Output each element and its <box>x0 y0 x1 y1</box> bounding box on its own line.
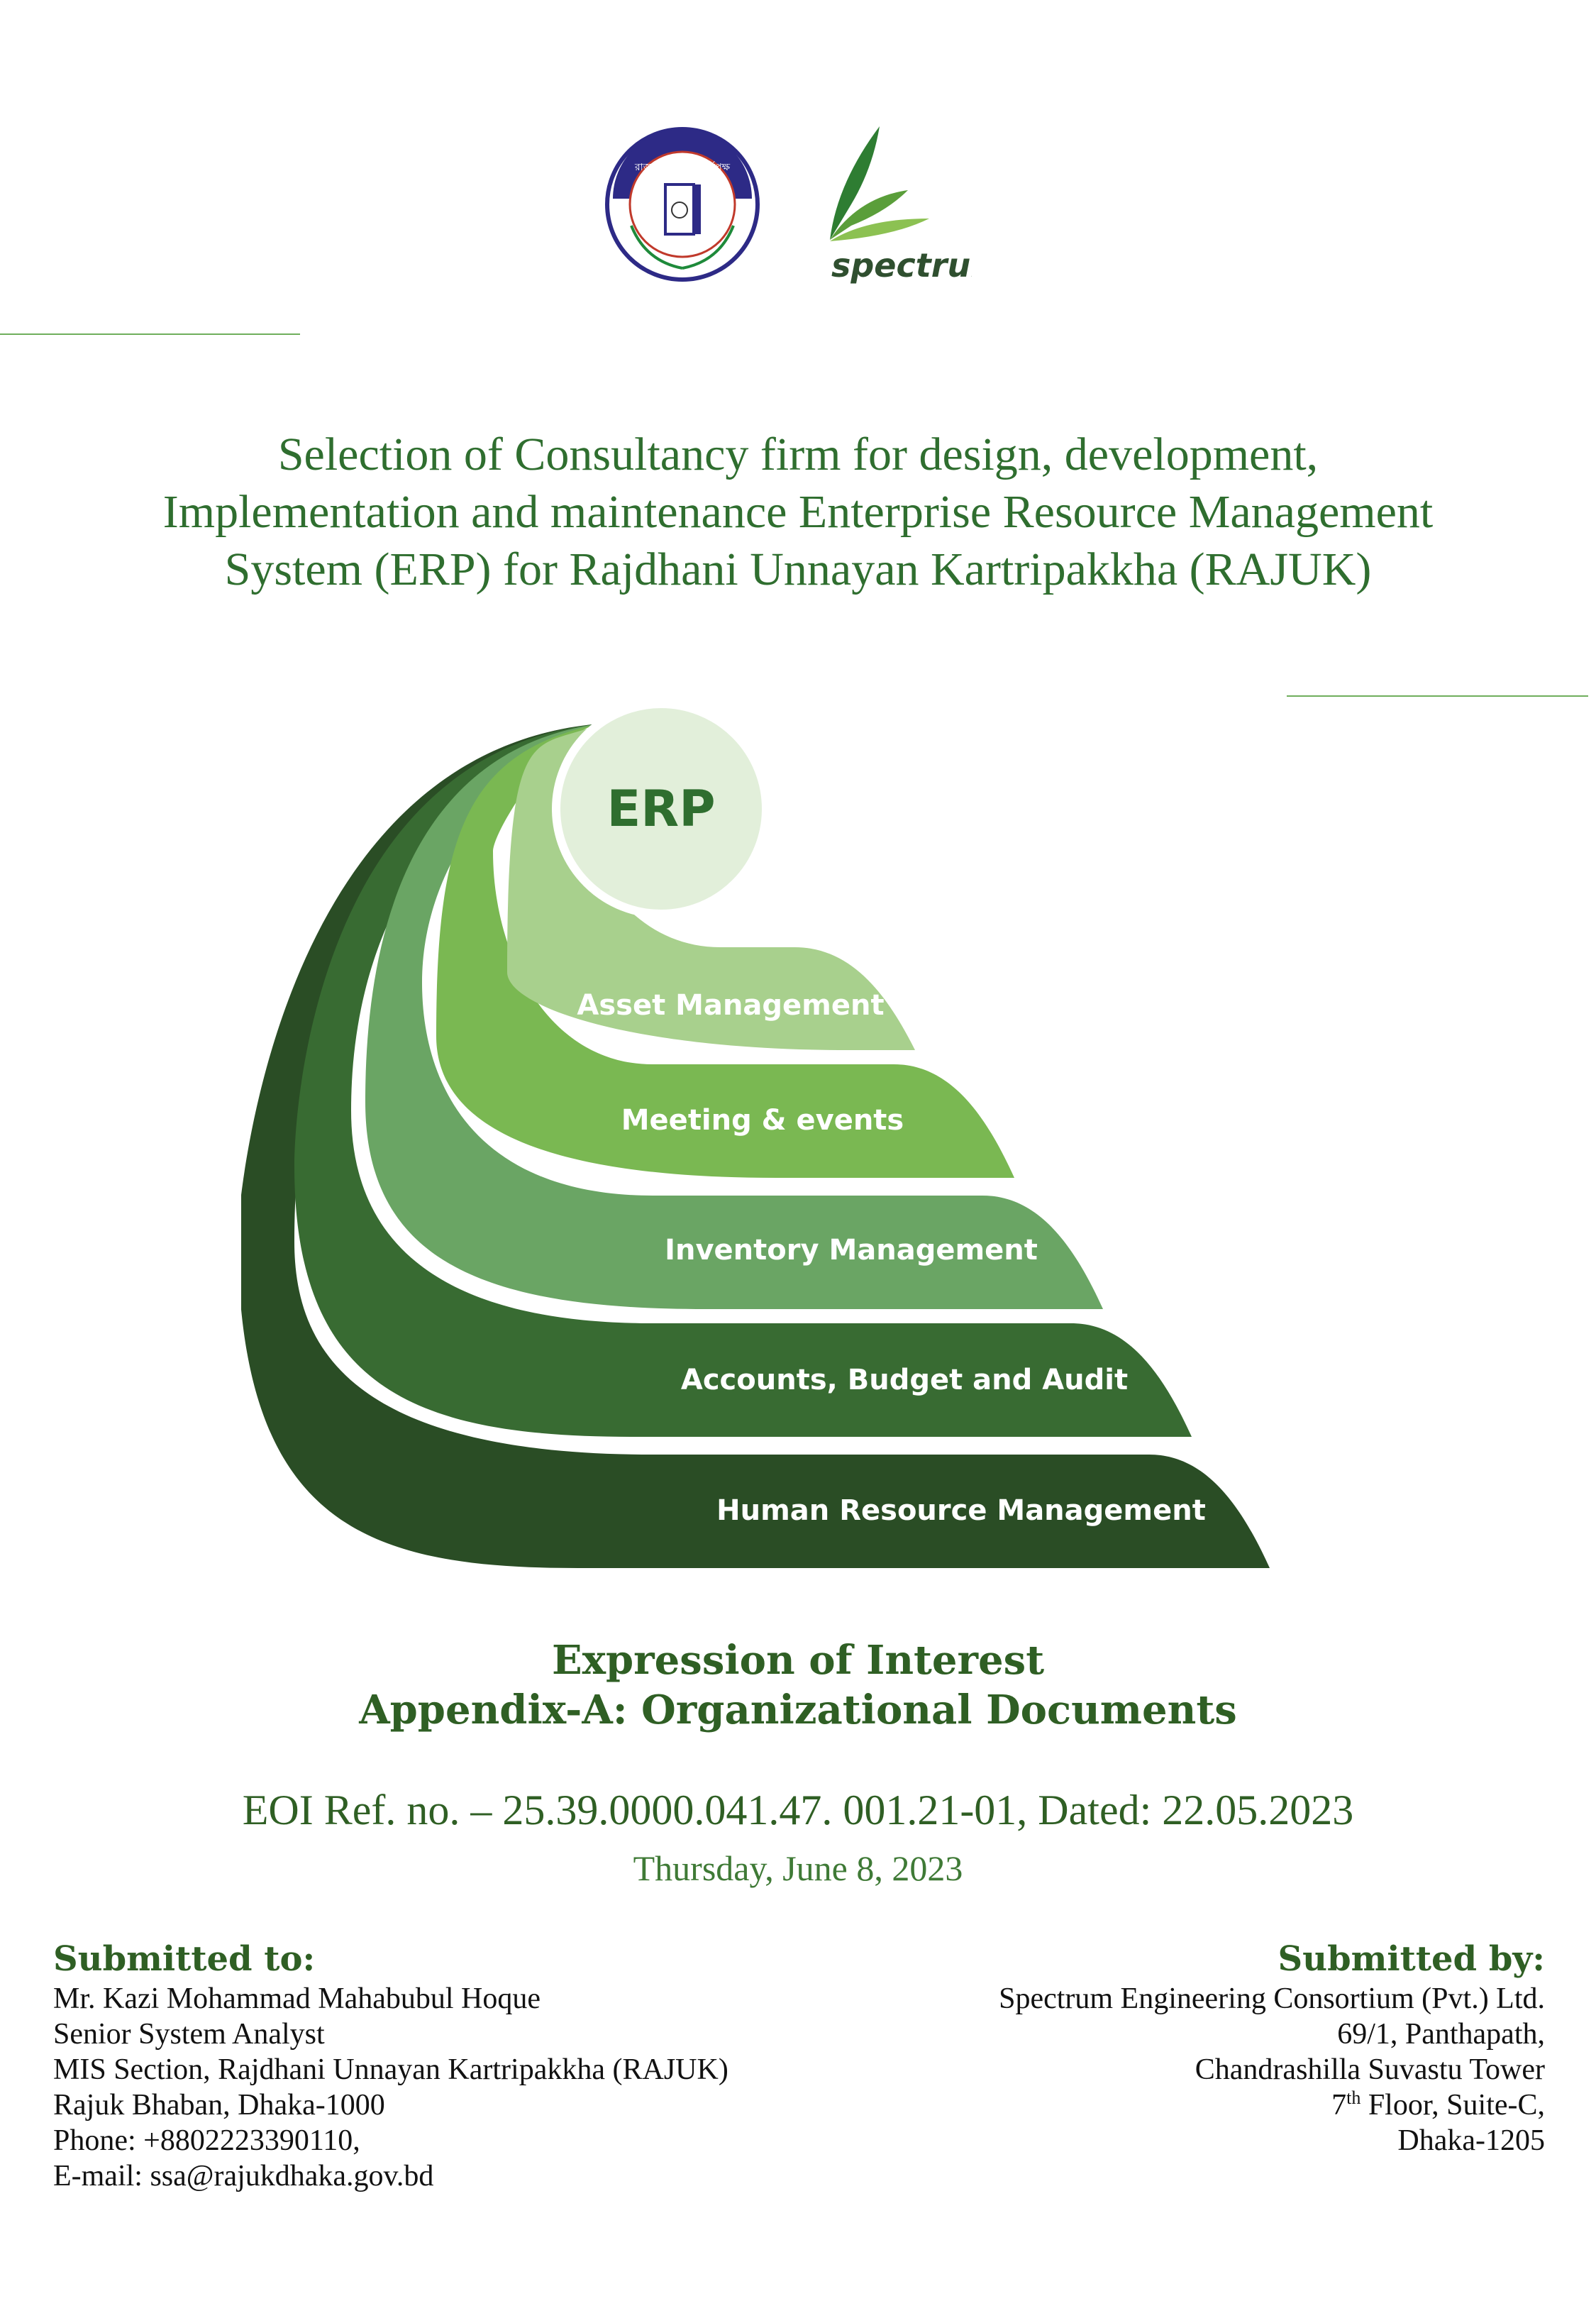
floor-suffix: th <box>1346 2087 1361 2108</box>
erp-layer-label: Accounts, Budget and Audit <box>681 1364 1128 1396</box>
submitted-to-line: Phone: +8802223390110, <box>53 2124 360 2157</box>
floor-rest: Floor, Suite-C, <box>1361 2089 1545 2122</box>
rajuk-logo-text: রাজধানী উন্নয়ন কর্তৃপক্ষ <box>634 161 731 173</box>
submitted-by-line: Spectrum Engineering Consortium (Pvt.) L… <box>999 1982 1545 2015</box>
erp-layer-band <box>365 724 1103 1309</box>
eoi-reference: EOI Ref. no. – 25.39.0000.041.47. 001.21… <box>242 1787 1354 1833</box>
logos-svg: রাজধানী উন্নয়ন কর্তৃপক্ষ spectrum <box>605 126 1004 285</box>
spectrum-logo: spectrum <box>830 126 1004 285</box>
erp-layer-label: Meeting & events <box>621 1104 904 1137</box>
erp-layer-band <box>294 724 1192 1437</box>
submitted-by-heading: Submitted by: <box>1278 1939 1545 1979</box>
submitted-to-email[interactable]: E-mail: ssa@rajukdhaka.gov.bd <box>53 2160 434 2192</box>
submitted-to-line: Mr. Kazi Mohammad Mahabubul Hoque <box>53 1982 541 2015</box>
document-title: Selection of Consultancy firm for design… <box>0 426 1596 598</box>
erp-layer-band <box>436 724 1014 1178</box>
eoi-heading-1: Expression of Interest <box>551 1637 1045 1684</box>
eoi-heading: Expression of Interest Appendix-A: Organ… <box>0 1635 1596 1735</box>
submitted-to-block: Submitted to: Mr. Kazi Mohammad Mahabubu… <box>53 1937 728 2194</box>
submitted-to-line: MIS Section, Rajdhani Unnayan Kartripakk… <box>53 2053 728 2086</box>
title-line-3: System (ERP) for Rajdhani Unnayan Kartri… <box>224 544 1372 595</box>
submitted-to-heading: Submitted to: <box>53 1939 316 1979</box>
spectrum-logo-text: spectrum <box>831 246 972 285</box>
submitted-by-floor: 7th Floor, Suite-C, <box>999 2087 1545 2123</box>
erp-center-circle <box>552 700 770 918</box>
submitted-by-line: Chandrashilla Suvastu Tower <box>1195 2053 1545 2086</box>
erp-layer-band <box>507 724 915 1050</box>
erp-layer-label: Asset Management <box>577 989 884 1022</box>
title-line-2: Implementation and maintenance Enterpris… <box>162 486 1434 538</box>
floor-number: 7 <box>1331 2089 1347 2122</box>
logo-row: রাজধানী উন্নয়ন কর্তৃপক্ষ spectrum <box>603 119 1004 289</box>
title-line-1: Selection of Consultancy firm for design… <box>277 429 1319 480</box>
submitted-by-block: Submitted by: Spectrum Engineering Conso… <box>999 1937 1545 2158</box>
eoi-date: Thursday, June 8, 2023 <box>633 1848 963 1888</box>
submitted-by-city: Dhaka-1205 <box>1397 2124 1545 2157</box>
divider-right <box>1287 695 1588 697</box>
erp-layer-band <box>241 724 1270 1568</box>
erp-layer-label: Human Resource Management <box>716 1494 1206 1527</box>
divider-left <box>0 333 300 335</box>
submitted-to-line: Senior System Analyst <box>53 2018 325 2051</box>
rajuk-logo: রাজধানী উন্নয়ন কর্তৃপক্ষ <box>605 127 760 282</box>
submitted-by-line: 69/1, Panthapath, <box>1337 2018 1545 2051</box>
erp-center-label: ERP <box>606 780 715 838</box>
eoi-heading-2: Appendix-A: Organizational Documents <box>359 1687 1237 1733</box>
submitted-to-line: Rajuk Bhaban, Dhaka-1000 <box>53 2089 385 2122</box>
erp-layer-label: Inventory Management <box>665 1234 1038 1267</box>
